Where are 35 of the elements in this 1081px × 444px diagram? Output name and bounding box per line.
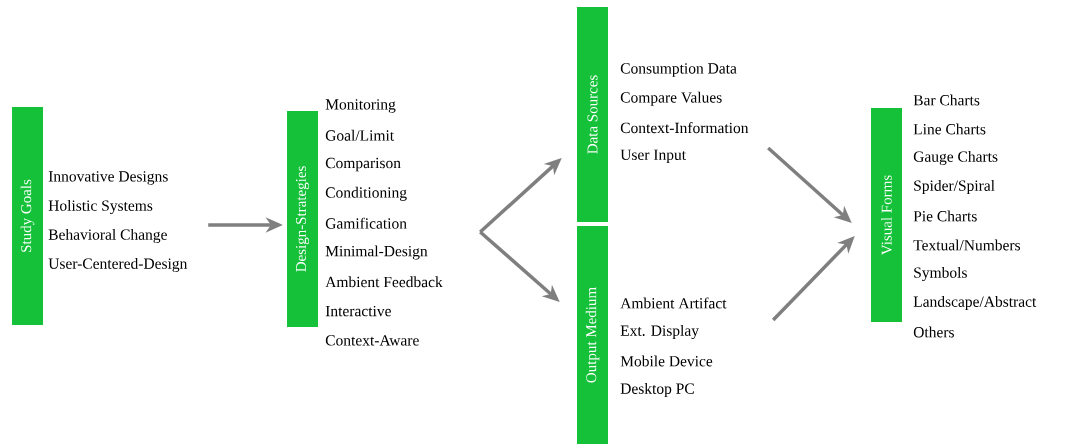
list-item: Ext. Display	[620, 324, 699, 340]
list-item: Compare Values	[620, 91, 722, 106]
list-item: Comparison	[325, 157, 401, 172]
category-bar: Output Medium	[577, 226, 608, 444]
category-bar: Study Goals	[12, 107, 43, 325]
list-item: User-Centered-Design	[48, 257, 188, 273]
category-bar: Data Sources	[577, 7, 608, 222]
list-item: Goal/Limit	[325, 129, 394, 141]
list-item: Innovative Designs	[48, 171, 168, 185]
category-bar: Visual Forms	[871, 108, 902, 322]
list-item: Monitoring	[325, 99, 396, 113]
list-item: Line Charts	[913, 123, 986, 135]
list-item: Holistic Systems	[48, 199, 153, 215]
list-item: Symbols	[914, 266, 967, 282]
list-item: Spider/Spiral	[914, 179, 995, 194]
list-item: Behavioral Change	[48, 228, 167, 244]
list-item: Pie Charts	[913, 210, 977, 222]
list-item: Gamification	[325, 217, 407, 229]
list-item: Ambient Artifact	[620, 297, 727, 309]
list-item: Landscape/Abstract	[913, 295, 1037, 310]
list-item: Context-Information	[620, 122, 749, 134]
list-item: Bar Charts	[913, 94, 980, 106]
list-item: Consumption Data	[620, 63, 737, 77]
list-item: Context-Aware	[325, 335, 419, 346]
list-item: User Input	[620, 149, 686, 164]
list-item: Desktop PC	[620, 382, 694, 397]
list-item: Mobile Device	[620, 355, 713, 367]
list-item: Gauge Charts	[913, 150, 998, 166]
category-bar: Design-Strategies	[287, 111, 318, 327]
list-item: Minimal-Design	[325, 245, 428, 260]
list-item: Conditioning	[325, 186, 407, 201]
list-item: Textual/Numbers	[913, 239, 1021, 251]
list-item: Ambient Feedback	[325, 276, 443, 288]
list-item: Others	[913, 326, 954, 338]
list-item: Interactive	[325, 305, 391, 317]
